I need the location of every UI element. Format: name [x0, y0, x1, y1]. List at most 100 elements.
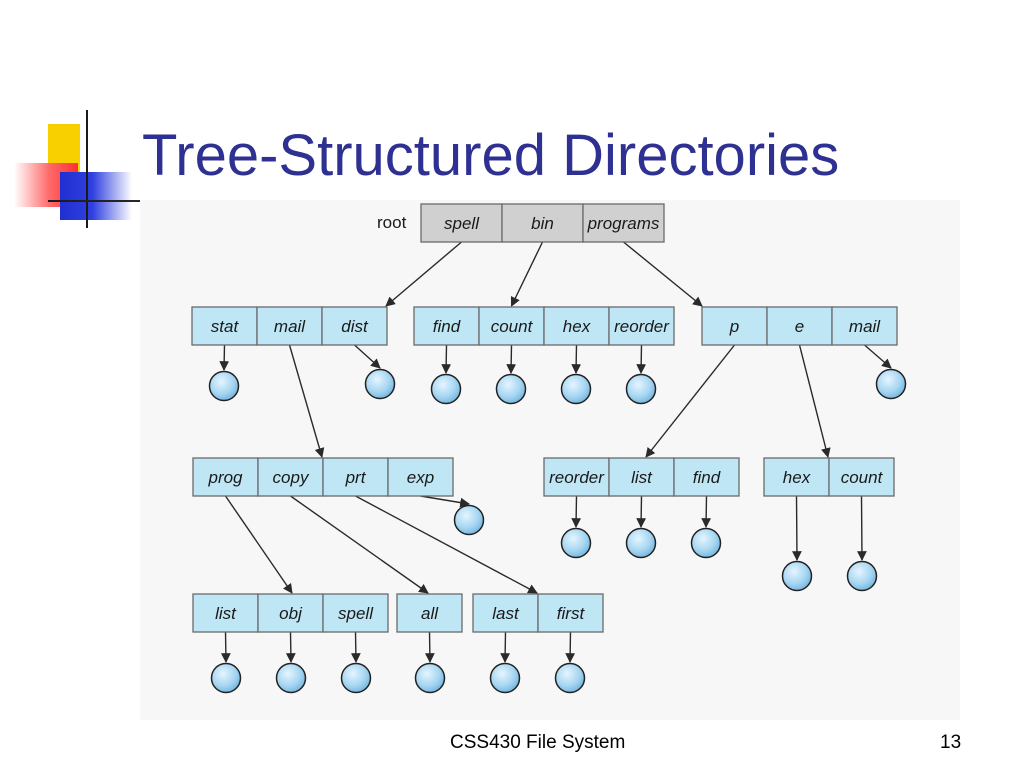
directory-link-arrow: [355, 495, 538, 594]
file-link-arrow: [220, 631, 231, 663]
file-link-arrow: [350, 631, 361, 663]
directory-link-arrow: [623, 241, 703, 307]
file-link-arrow: [857, 495, 867, 561]
file-link-arrow: [354, 344, 381, 369]
directory-entry-label: hex: [783, 468, 811, 487]
file-node: [554, 662, 586, 694]
file-node: [560, 527, 592, 559]
directory-p-dir: reorder list find: [543, 457, 740, 497]
directory-cell: [831, 306, 898, 346]
file-node: [495, 373, 527, 405]
directory-prog-dir: list obj spell: [192, 593, 389, 633]
directory-entry-label: all: [421, 604, 439, 623]
slide-title: Tree-Structured Directories: [142, 123, 840, 188]
directory-cell: [322, 457, 389, 497]
directory-entry-label: p: [729, 317, 739, 336]
directory-entry-label: list: [215, 604, 237, 623]
directory-entry-label: count: [841, 468, 884, 487]
directory-cell: [543, 306, 610, 346]
directory-cell: [608, 306, 675, 346]
directory-cell: [537, 593, 604, 633]
file-node: [690, 527, 722, 559]
directory-prt-dir: last first: [472, 593, 604, 633]
directory-cell: [257, 457, 324, 497]
directory-entry-label: e: [795, 317, 804, 336]
file-node: [430, 373, 462, 405]
directory-cell: [387, 457, 454, 497]
directory-entry-label: exp: [407, 468, 434, 487]
file-node: [340, 662, 372, 694]
file-node: [210, 662, 242, 694]
file-node: [625, 527, 657, 559]
file-link-arrow: [506, 344, 517, 374]
file-node: [625, 373, 657, 405]
file-node: [560, 373, 592, 405]
directory-copy-dir: all: [396, 593, 463, 633]
directory-cell: [828, 457, 895, 497]
directory-entry-label: bin: [531, 214, 554, 233]
directory-cell: [192, 593, 259, 633]
directory-entry-label: find: [433, 317, 461, 336]
directory-entry-label: reorder: [614, 317, 670, 336]
directory-e-dir: hex count: [763, 457, 895, 497]
directory-cell: [763, 457, 830, 497]
directory-cell: [543, 457, 610, 497]
file-link-arrow: [571, 344, 582, 374]
file-link-arrow: [636, 495, 647, 528]
file-link-arrow: [701, 495, 712, 528]
file-node: [846, 560, 878, 592]
directory-entry-label: copy: [273, 468, 310, 487]
directory-link-arrow: [224, 495, 293, 594]
directory-entry-label: reorder: [549, 468, 605, 487]
file-link-arrow: [864, 344, 892, 369]
directory-programs-dir: p e mail: [701, 306, 898, 346]
directory-entry-label: prog: [207, 468, 243, 487]
file-node: [208, 370, 240, 402]
root-label: root: [377, 213, 407, 232]
directory-entry-label: hex: [563, 317, 591, 336]
file-node: [275, 662, 307, 694]
file-link-arrow: [424, 631, 435, 663]
directory-link-arrow: [645, 344, 736, 458]
file-node: [364, 368, 396, 400]
accent-vertical-line: [86, 110, 88, 228]
file-link-arrow: [500, 631, 511, 663]
directory-link-arrow: [385, 241, 462, 307]
slide-number: 13: [940, 732, 962, 753]
file-node: [489, 662, 521, 694]
footer-course: CSS430 File System: [450, 732, 626, 753]
directory-cell: [257, 593, 324, 633]
directory-bin-dir: find count hex reorder: [413, 306, 675, 346]
directory-entry-label: list: [631, 468, 653, 487]
file-node: [781, 560, 813, 592]
directory-cell: [582, 203, 665, 243]
directory-link-arrow: [510, 241, 544, 307]
directory-entry-label: last: [492, 604, 520, 623]
directory-entry-label: first: [557, 604, 586, 623]
file-link-arrow: [571, 495, 582, 528]
directory-entry-label: find: [693, 468, 721, 487]
directory-cell: [478, 306, 545, 346]
directory-cell: [322, 593, 389, 633]
file-link-arrow: [420, 495, 470, 508]
directory-entry-label: mail: [274, 317, 306, 336]
directory-entry-label: count: [491, 317, 534, 336]
directory-entry-label: prt: [345, 468, 367, 487]
file-node: [875, 368, 907, 400]
accent-blue-square: [60, 172, 132, 220]
file-node: [453, 504, 485, 536]
file-link-arrow: [792, 495, 802, 561]
file-link-arrow: [565, 631, 576, 663]
directory-entry-label: dist: [341, 317, 369, 336]
directory-entry-label: spell: [444, 214, 480, 233]
directory-entry-label: spell: [338, 604, 374, 623]
file-link-arrow: [636, 344, 647, 374]
directory-entry-label: obj: [279, 604, 303, 623]
directory-entry-label: mail: [849, 317, 881, 336]
directory-mail-dir: prog copy prt exp: [192, 457, 454, 497]
file-link-arrow: [219, 344, 230, 371]
directory-cell: [321, 306, 388, 346]
